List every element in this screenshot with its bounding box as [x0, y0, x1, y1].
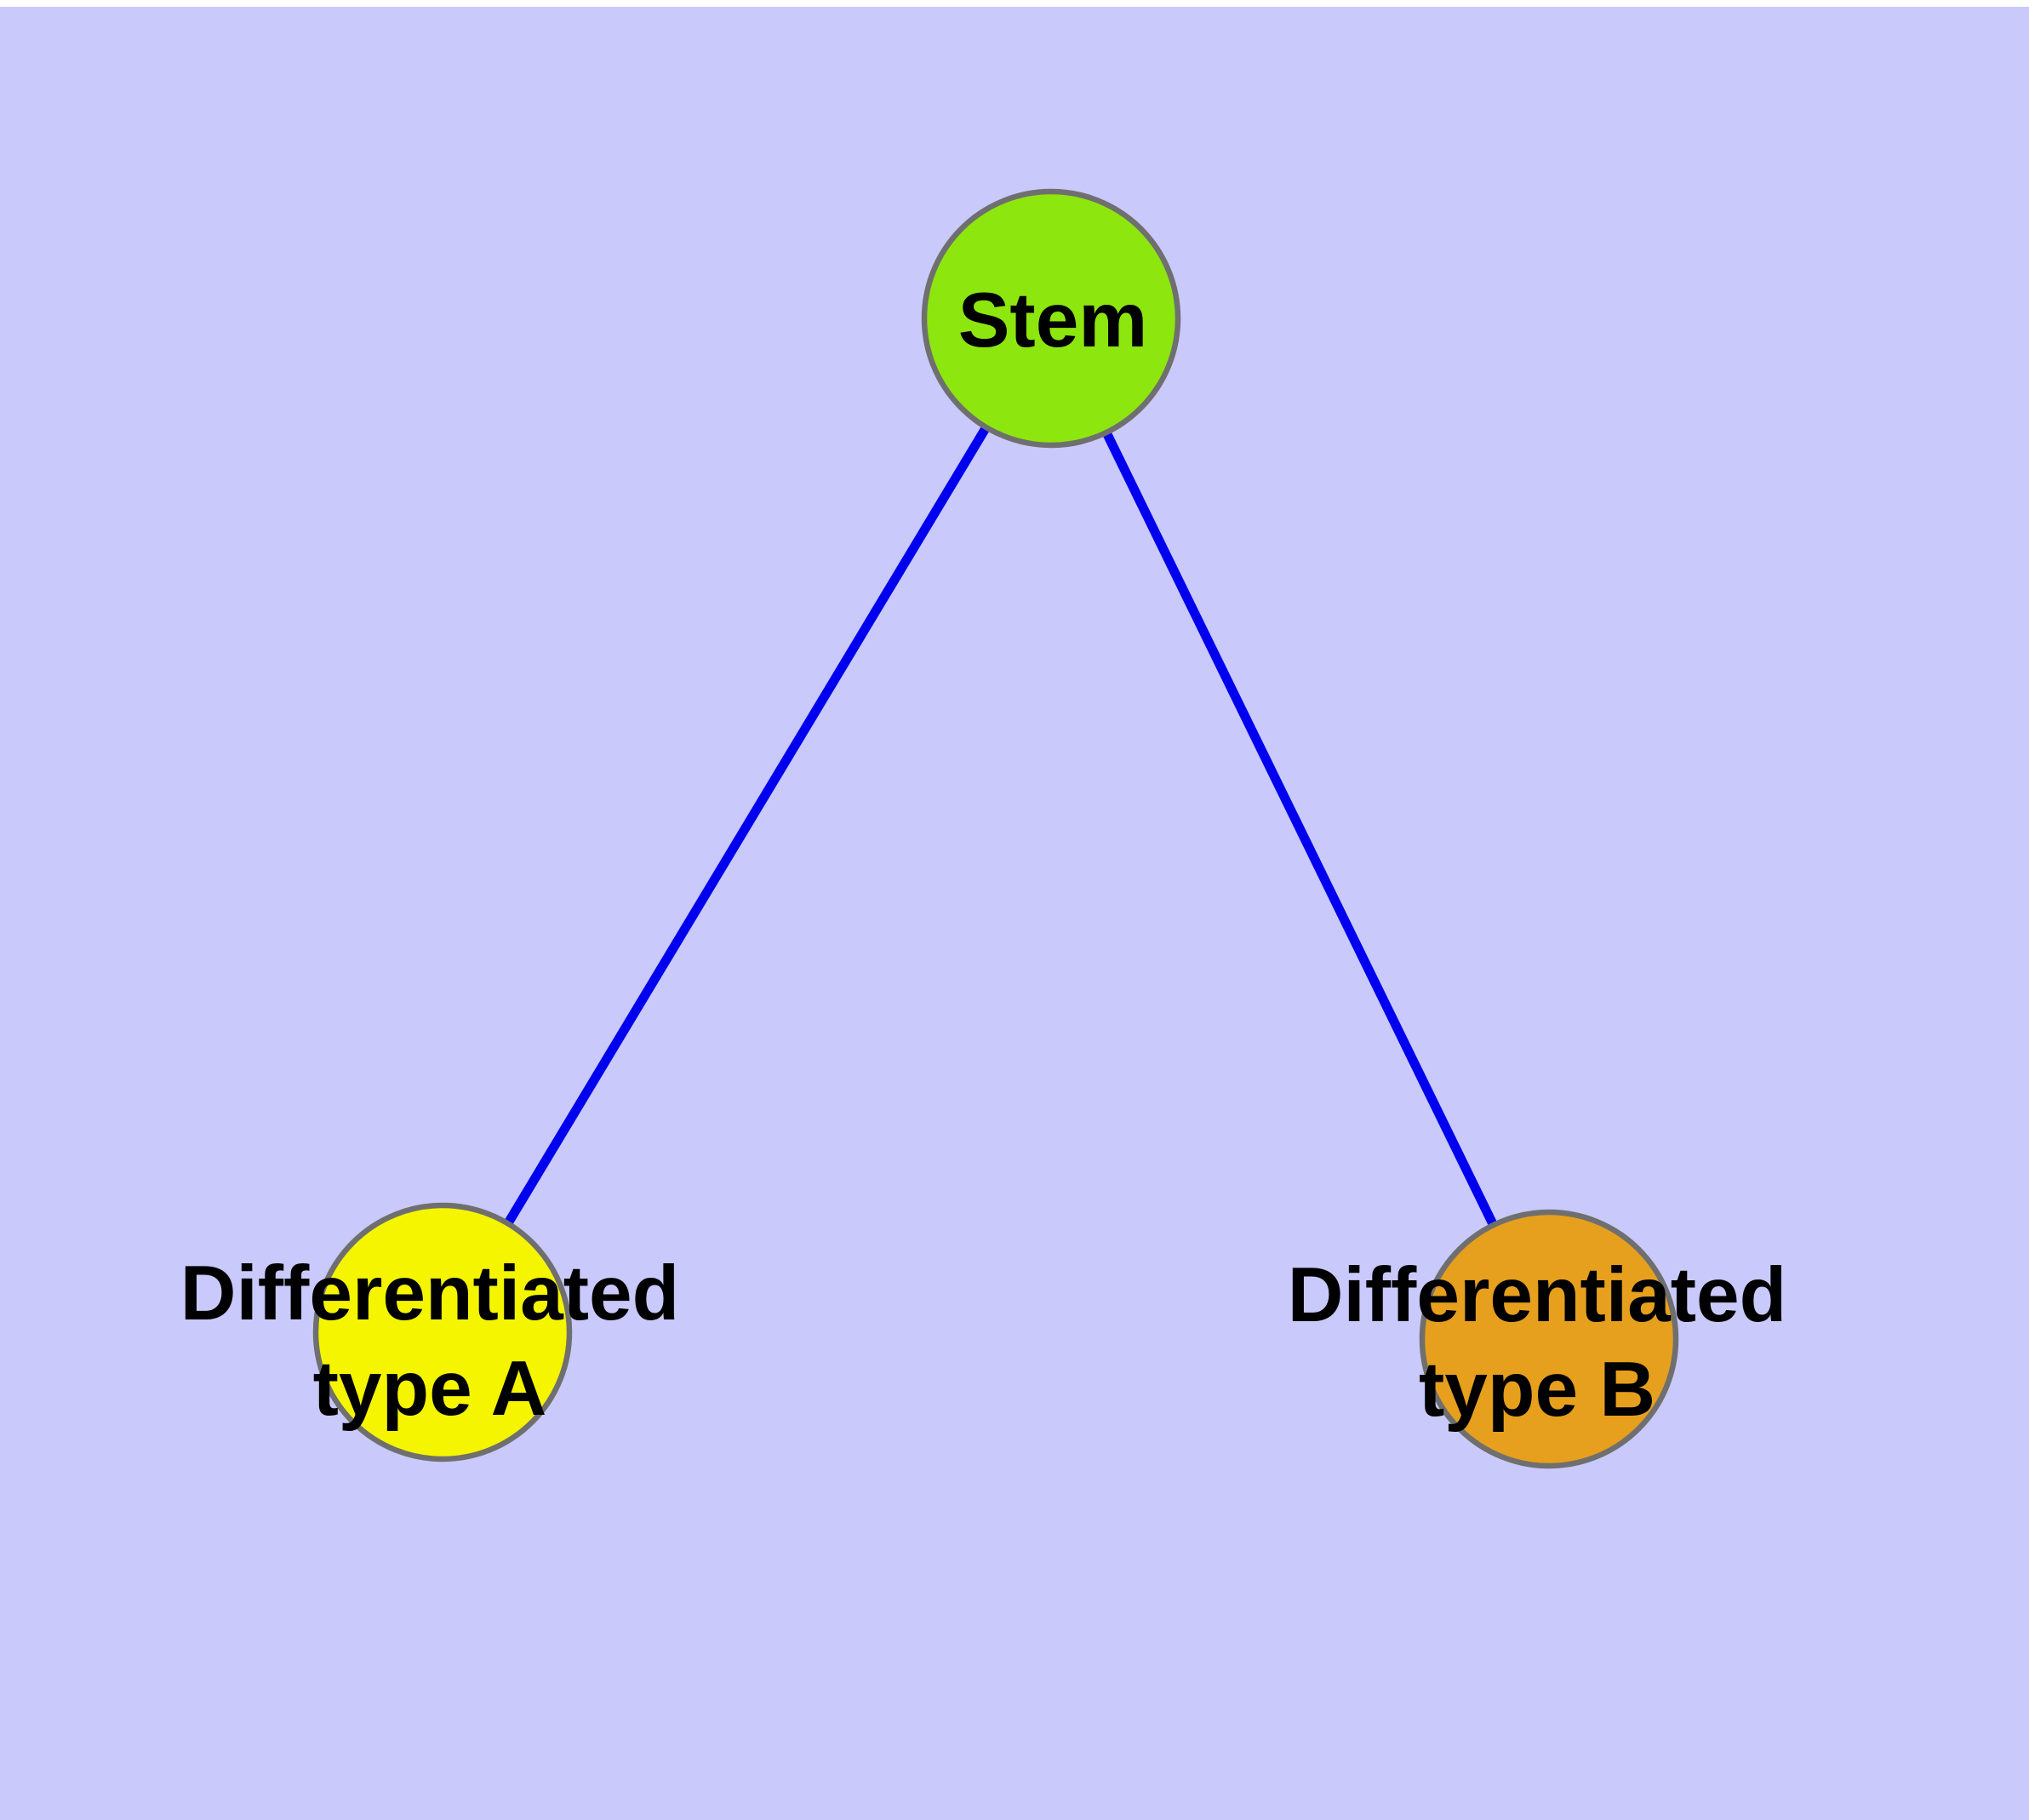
node-differentiated-type-b: Differentiated type B	[1288, 1209, 1787, 1469]
stem-node-label: Stem	[958, 278, 1148, 363]
type-a-node-circle	[312, 1202, 573, 1462]
node-stem: Stem	[921, 188, 1181, 449]
stem-node-circle	[921, 188, 1181, 449]
node-differentiated-type-a: Differentiated type A	[180, 1202, 680, 1462]
type-a-node-label-line1: Differentiated	[180, 1251, 680, 1336]
type-b-node-circle	[1419, 1209, 1679, 1469]
edge-stem-to-type-a	[438, 317, 1055, 1335]
edge-stem-to-type-b	[1047, 317, 1553, 1342]
type-b-node-label-line1: Differentiated	[1288, 1252, 1787, 1338]
type-a-node-label-line2: type A	[313, 1346, 547, 1432]
type-b-node-label-line2: type B	[1419, 1347, 1655, 1433]
